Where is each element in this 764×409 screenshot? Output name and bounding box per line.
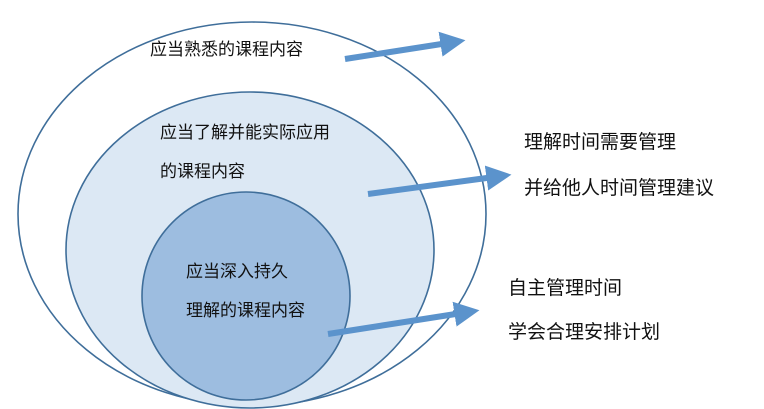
middle-circle-label-line2: 的课程内容 bbox=[160, 162, 245, 182]
arrow-middle-to-top-outcome bbox=[367, 165, 512, 197]
arrow-outer-to-edge bbox=[344, 31, 466, 62]
middle-circle-label-line1: 应当了解并能实际应用 bbox=[160, 123, 330, 143]
bottom-outcome-line2: 学会合理安排计划 bbox=[508, 321, 661, 343]
outer-circle-label: 应当熟悉的课程内容 bbox=[150, 40, 303, 60]
inner-circle-label-line1: 应当深入持久 bbox=[186, 262, 288, 282]
inner-circle-label-line2: 理解的课程内容 bbox=[186, 301, 305, 321]
arrow-inner-to-bottom-outcome bbox=[327, 301, 480, 337]
bottom-outcome-line1: 自主管理时间 bbox=[508, 277, 623, 299]
top-outcome-line1: 理解时间需要管理 bbox=[524, 131, 677, 153]
inner-circle bbox=[141, 191, 351, 401]
top-outcome-line2: 并给他人时间管理建议 bbox=[524, 177, 715, 199]
